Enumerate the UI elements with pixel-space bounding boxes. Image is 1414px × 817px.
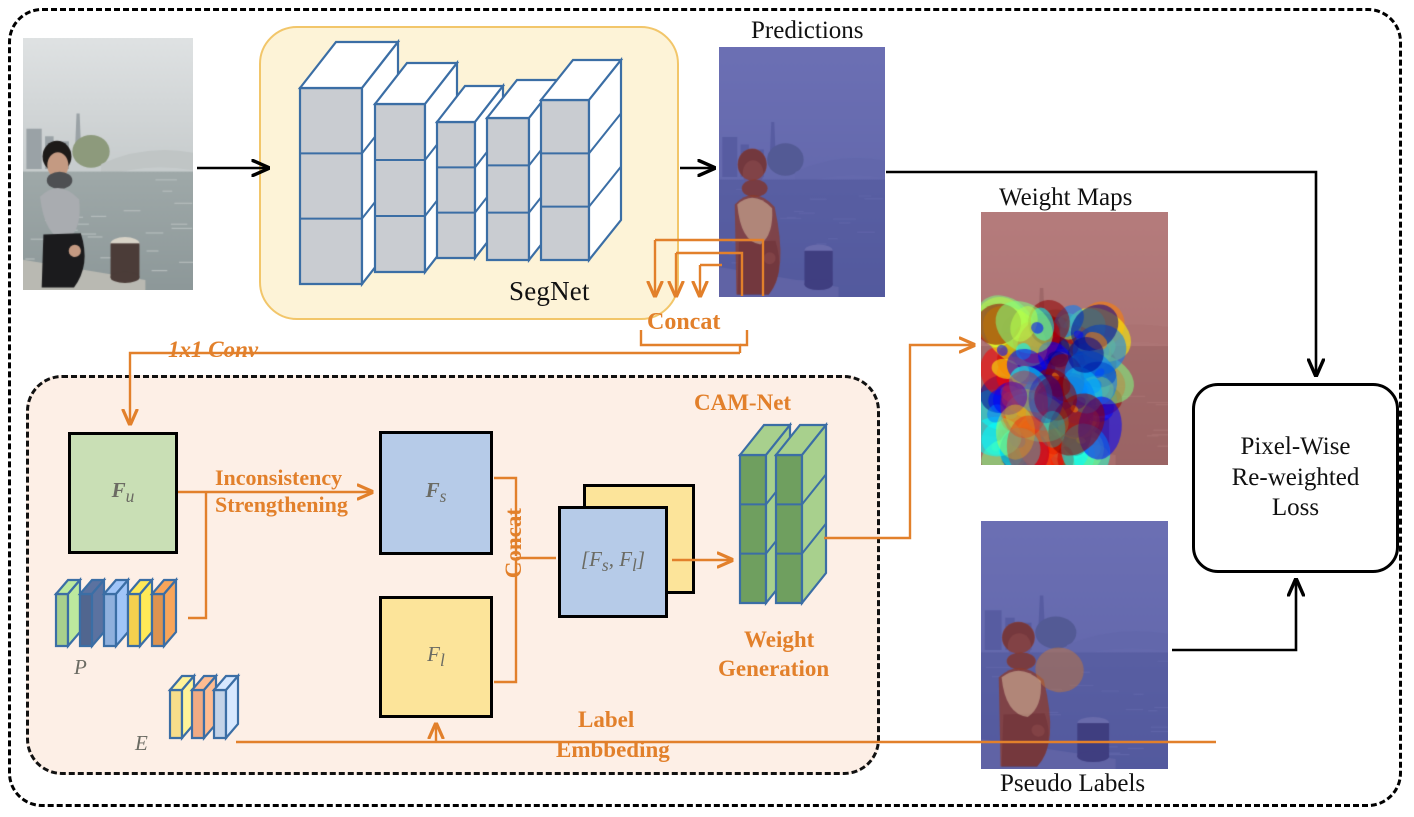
loss-line-2: Re-weighted bbox=[1232, 463, 1360, 494]
predictions-image bbox=[719, 47, 885, 297]
feature-box-fu: Fu bbox=[68, 432, 178, 554]
concat-mid-label: Concat bbox=[501, 508, 527, 578]
label-embedding-line1: Label bbox=[578, 707, 634, 733]
fu-subscript: u bbox=[126, 487, 135, 507]
feature-box-fl-label: Fl bbox=[427, 642, 445, 671]
inconsistency-label-line1: Inconsistency bbox=[215, 465, 342, 491]
segnet-panel bbox=[259, 26, 679, 320]
pixel-wise-reweighted-loss-box: Pixel-Wise Re-weighted Loss bbox=[1192, 383, 1399, 573]
pseudo-labels-caption: Pseudo Labels bbox=[1000, 770, 1145, 798]
inconsistency-label-line2: Strengthening bbox=[215, 492, 348, 518]
label-embedding-line2: Embbeding bbox=[556, 737, 670, 763]
concat-top-label: Concat bbox=[647, 309, 720, 336]
feature-box-fu-label: Fu bbox=[112, 478, 135, 507]
concat-box-label: [Fs, Fl] bbox=[581, 547, 645, 576]
weight-maps-caption: Weight Maps bbox=[999, 184, 1132, 212]
fu-symbol: F bbox=[112, 478, 126, 502]
loss-line-3: Loss bbox=[1232, 493, 1360, 524]
cc-sub1: s bbox=[602, 556, 609, 576]
fl-symbol: F bbox=[427, 642, 440, 666]
weight-maps-image bbox=[981, 212, 1168, 465]
weight-generation-label-line2: Generation bbox=[718, 656, 829, 682]
fs-subscript: s bbox=[440, 487, 447, 507]
feature-box-fs: Fs bbox=[379, 431, 493, 555]
stack-p-label: P bbox=[74, 655, 87, 680]
stack-e-label: E bbox=[135, 731, 148, 756]
fl-subscript: l bbox=[440, 651, 445, 671]
feature-box-fs-label: Fs bbox=[426, 478, 447, 507]
cc-mid: , F bbox=[609, 547, 632, 571]
camnet-label: CAM-Net bbox=[694, 390, 791, 416]
pseudo-labels-image bbox=[981, 521, 1168, 769]
conv-1x1-label: 1x1 Conv bbox=[168, 337, 258, 363]
cc-open: [F bbox=[581, 547, 602, 571]
segnet-label: SegNet bbox=[509, 276, 590, 307]
concat-box-front: [Fs, Fl] bbox=[558, 506, 668, 618]
input-image bbox=[23, 38, 193, 290]
predictions-caption: Predictions bbox=[751, 17, 864, 45]
loss-line-1: Pixel-Wise bbox=[1232, 432, 1360, 463]
feature-box-fl: Fl bbox=[379, 596, 493, 718]
cc-close: ] bbox=[637, 547, 645, 571]
fs-symbol: F bbox=[426, 478, 440, 502]
weight-generation-label-line1: Weight bbox=[744, 627, 814, 653]
